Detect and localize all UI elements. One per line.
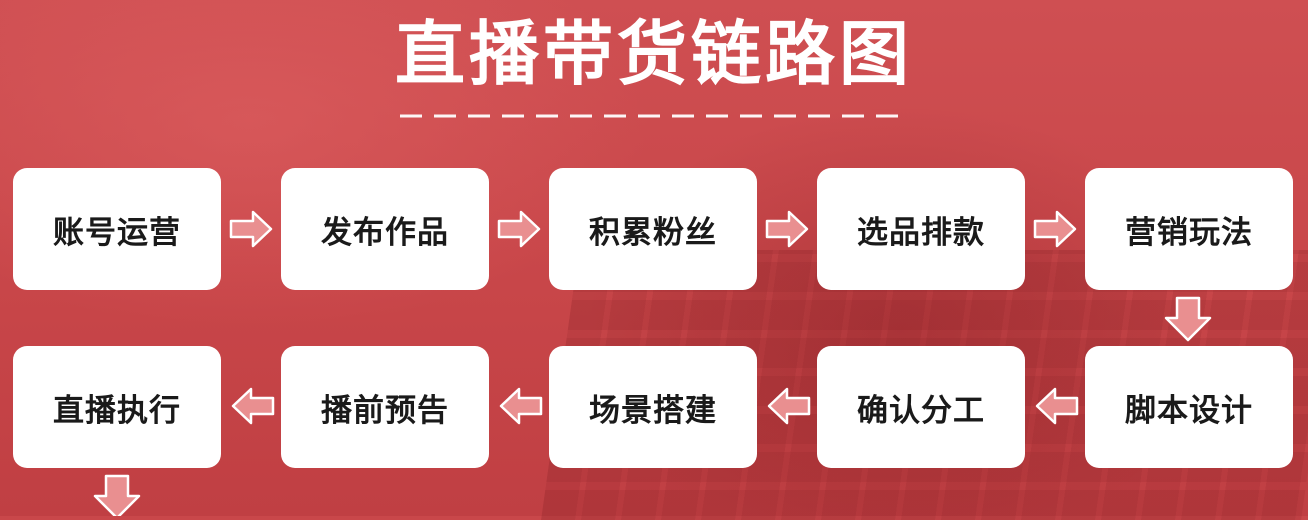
step-node-scene-setup: 场景搭建: [549, 346, 757, 468]
step-label: 脚本设计: [1125, 392, 1253, 429]
step-label: 营销玩法: [1125, 214, 1253, 251]
step-node-account-operation: 账号运营: [13, 168, 221, 290]
step-label: 播前预告: [321, 392, 449, 429]
step-node-product-selection: 选品排款: [817, 168, 1025, 290]
arrow-right-icon: [229, 210, 273, 248]
arrow-right-icon: [765, 210, 809, 248]
step-label: 确认分工: [857, 392, 985, 429]
arrow-left-icon: [499, 387, 543, 425]
arrow-down-icon: [93, 474, 141, 516]
step-node-confirm-roles: 确认分工: [817, 346, 1025, 468]
step-label: 账号运营: [53, 214, 181, 251]
step-node-script-design: 脚本设计: [1085, 346, 1293, 468]
arrow-left-icon: [231, 387, 275, 425]
step-label: 直播执行: [53, 392, 181, 429]
arrow-left-icon: [1035, 387, 1079, 425]
step-label: 场景搭建: [589, 392, 717, 429]
step-node-accumulate-fans: 积累粉丝: [549, 168, 757, 290]
arrow-left-icon: [767, 387, 811, 425]
step-node-publish-works: 发布作品: [281, 168, 489, 290]
step-node-live-execution: 直播执行: [13, 346, 221, 468]
arrow-right-icon: [1033, 210, 1077, 248]
diagram-title: 直播带货链路图: [395, 13, 913, 95]
step-label: 选品排款: [857, 214, 985, 251]
arrow-right-icon: [497, 210, 541, 248]
step-node-marketing-tactics: 营销玩法: [1085, 168, 1293, 290]
title-dashed-rule: [400, 114, 908, 118]
step-node-pre-broadcast-notice: 播前预告: [281, 346, 489, 468]
step-label: 积累粉丝: [589, 214, 717, 251]
arrow-down-icon: [1164, 296, 1212, 342]
step-label: 发布作品: [321, 214, 449, 251]
